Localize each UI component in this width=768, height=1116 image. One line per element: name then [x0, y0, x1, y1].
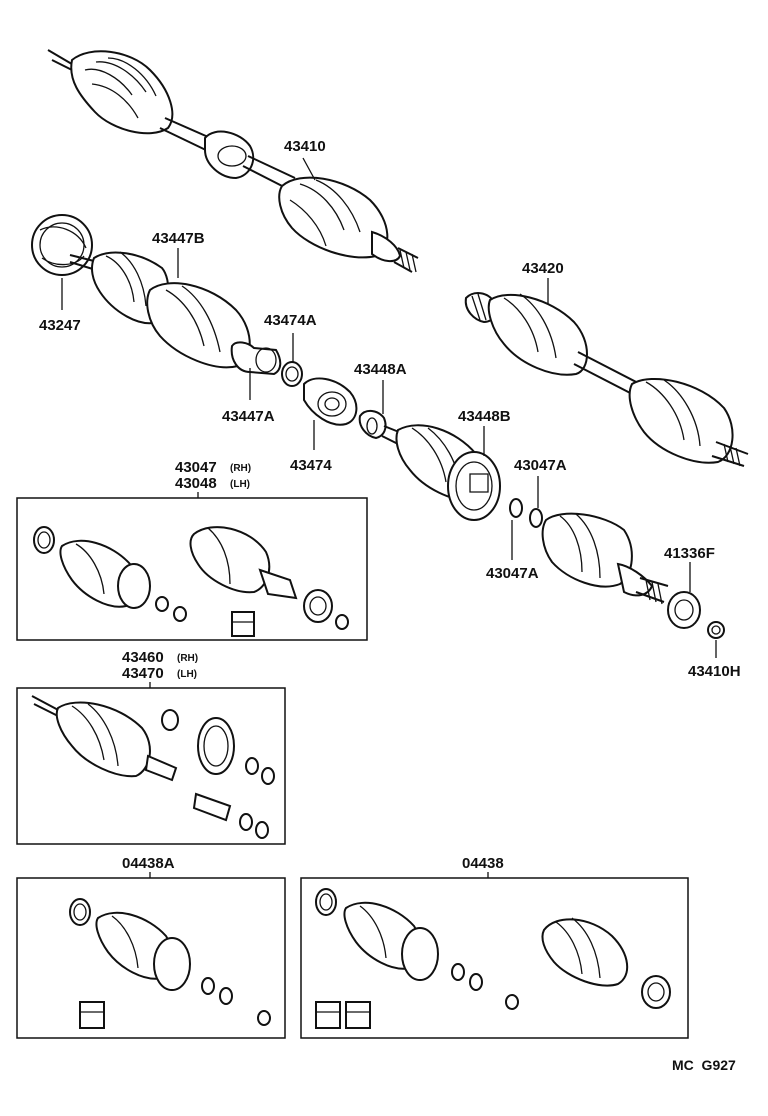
shaft-kit-number-rh: 43460 [122, 649, 164, 666]
label-43474: 43474 [290, 457, 332, 474]
drive-shaft-43410 [47, 49, 419, 273]
label-43474A: 43474A [264, 312, 317, 329]
kit-04438-number: 04438 [462, 855, 504, 872]
clips-43047A [509, 476, 543, 560]
boot-kit-rh-tag: (RH) [230, 463, 251, 474]
kit-04438: 04438 [300, 855, 689, 1039]
boot-kit-frame [16, 497, 368, 641]
label-43047A-bottom: 43047A [486, 565, 539, 582]
shaft-kit-lh-tag: (LH) [177, 669, 197, 680]
label-43247: 43247 [39, 317, 81, 334]
boot-kit-lh-tag: (LH) [230, 479, 250, 490]
label-43448B: 43448B [458, 408, 511, 425]
boot-kit-number-lh: 43048 [175, 475, 217, 492]
label-43410H: 43410H [688, 663, 741, 680]
outer-joint-43447B [69, 248, 251, 369]
boot-43448A [358, 380, 387, 440]
kit-04438A: 04438A [16, 855, 286, 1039]
outer-boot-43247 [31, 214, 93, 310]
seal-41336F [667, 562, 701, 629]
label-43420: 43420 [522, 260, 564, 277]
drive-shaft-43420 [464, 278, 749, 467]
label-41336F: 41336F [664, 545, 715, 562]
shaft-kit-rh-tag: (RH) [177, 653, 198, 664]
shaft-kit-43460-43470: 43460 (RH) 43470 (LH) [16, 649, 286, 845]
ring-43474A [281, 333, 303, 387]
boot-kit-number-rh: 43047 [175, 459, 217, 476]
inner-housing [541, 512, 669, 605]
label-43447A: 43447A [222, 408, 275, 425]
shaft-kit-number-lh: 43470 [122, 665, 164, 682]
tripod-43474 [303, 377, 358, 450]
clamp-43447A [230, 341, 282, 400]
snap-ring-43410H [707, 621, 725, 658]
kit-04438-frame [300, 877, 689, 1039]
label-43447B: 43447B [152, 230, 205, 247]
inner-joint-43448B [381, 424, 501, 521]
label-43410: 43410 [284, 138, 326, 155]
boot-kit-43047-43048: 43047 (RH) 43048 (LH) [16, 459, 368, 641]
shaft-kit-frame [16, 687, 286, 845]
kit-04438A-number: 04438A [122, 855, 175, 872]
drawing-code: MC G927 [672, 1057, 736, 1073]
label-43047A-top: 43047A [514, 457, 567, 474]
kit-04438A-frame [16, 877, 286, 1039]
label-43448A: 43448A [354, 361, 407, 378]
